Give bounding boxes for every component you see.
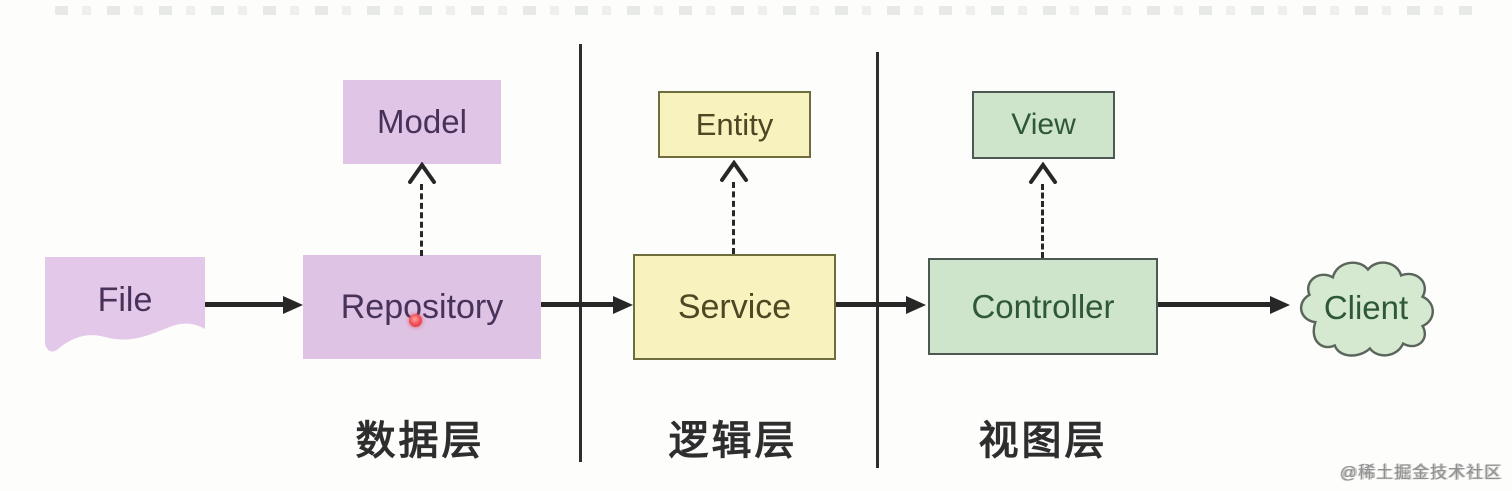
arrow-service-to-entity bbox=[732, 182, 735, 254]
cropped-text-artifact bbox=[55, 6, 1482, 15]
chevron-arrowhead-icon bbox=[720, 160, 748, 182]
node-repository: Repository bbox=[303, 255, 541, 359]
arrow-file-to-repository bbox=[205, 295, 303, 314]
node-model: Model bbox=[343, 80, 501, 164]
layer-divider-1 bbox=[579, 44, 582, 462]
layer-label-data: 数据层 bbox=[355, 419, 485, 463]
laser-pointer-dot bbox=[409, 314, 422, 327]
arrow-controller-to-view bbox=[1041, 184, 1044, 258]
node-entity: Entity bbox=[658, 91, 811, 158]
cloud-shape-icon bbox=[1299, 261, 1434, 357]
document-shape-icon bbox=[45, 257, 205, 352]
node-view: View bbox=[972, 91, 1115, 159]
arrow-controller-to-client bbox=[1158, 295, 1290, 314]
node-controller-label: Controller bbox=[971, 287, 1115, 325]
chevron-arrowhead-icon bbox=[408, 162, 436, 184]
arrowhead-icon bbox=[1270, 295, 1290, 314]
chevron-arrowhead-icon bbox=[1029, 162, 1057, 184]
arrow-repository-to-service bbox=[541, 295, 633, 314]
layer-label-view: 视图层 bbox=[978, 419, 1108, 463]
layer-label-logic: 逻辑层 bbox=[668, 419, 798, 463]
layer-divider-2 bbox=[876, 52, 879, 468]
arrowhead-icon bbox=[613, 295, 633, 314]
site-watermark: @稀土掘金技术社区 bbox=[1339, 463, 1502, 482]
node-service: Service bbox=[633, 254, 836, 360]
node-model-label: Model bbox=[377, 103, 467, 140]
arrowhead-icon bbox=[906, 295, 926, 314]
node-file: File bbox=[45, 257, 205, 357]
arrowhead-icon bbox=[283, 295, 303, 314]
arrow-service-to-controller bbox=[836, 295, 926, 314]
node-controller: Controller bbox=[928, 258, 1158, 355]
node-view-label: View bbox=[1011, 108, 1076, 141]
arrow-repository-to-model bbox=[420, 184, 423, 256]
node-client: Client bbox=[1288, 250, 1444, 366]
node-entity-label: Entity bbox=[695, 106, 774, 142]
node-service-label: Service bbox=[677, 287, 792, 326]
